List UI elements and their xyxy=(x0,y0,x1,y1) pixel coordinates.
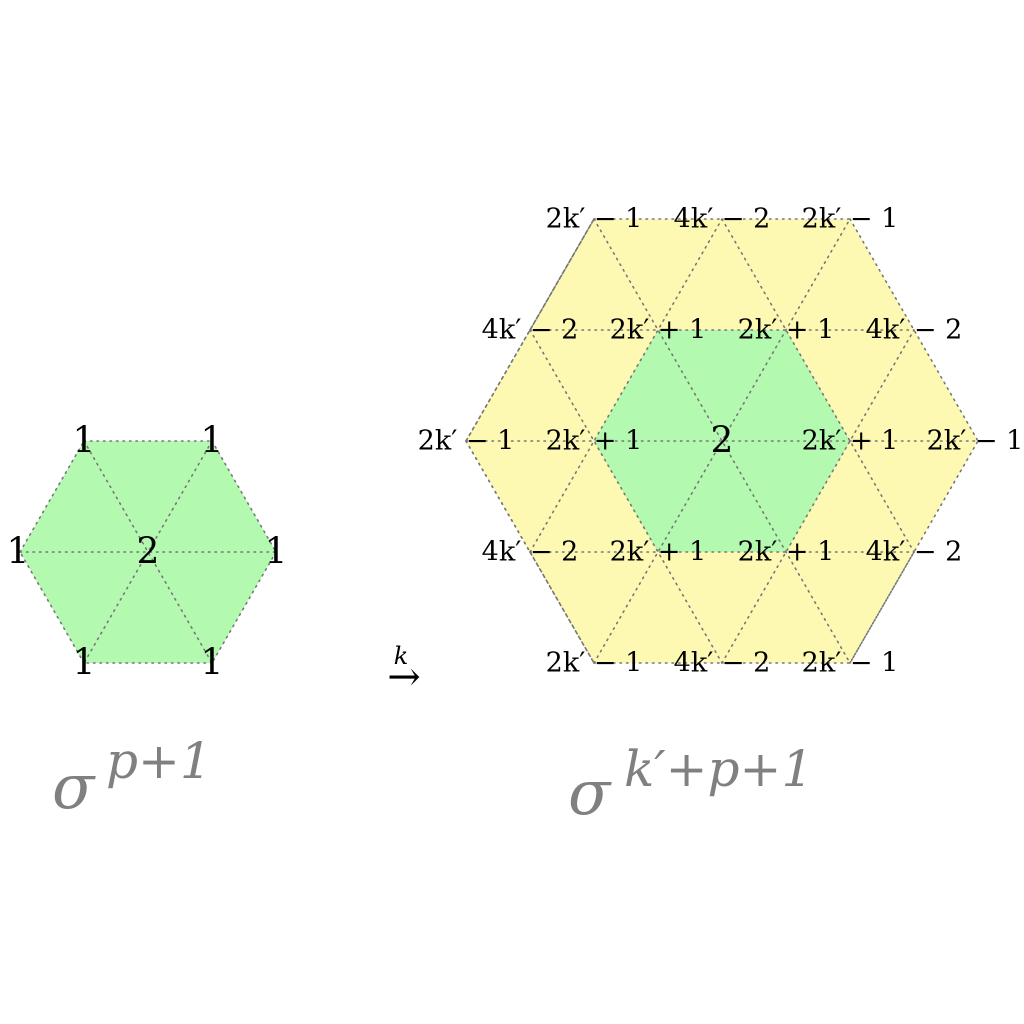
right-caption-exponent: k′+p+1 xyxy=(624,740,813,798)
left-hexagon-fill xyxy=(20,441,276,663)
left-caption-exponent: p+1 xyxy=(106,732,212,790)
right-outer-mid-label: 4k′ − 2 xyxy=(866,537,963,568)
left-caption-base: σ xyxy=(52,750,96,823)
left-vertex-label: 1 xyxy=(7,532,30,573)
left-center-label: 2 xyxy=(137,532,160,573)
right-outer-mid-label: 4k′ − 2 xyxy=(674,204,771,235)
right-inner-label: 2k′ + 1 xyxy=(546,426,643,457)
right-outer-mid-label: 4k′ − 2 xyxy=(674,648,771,679)
right-outer-mid-label: 4k′ − 2 xyxy=(866,315,963,346)
right-caption-base: σ xyxy=(568,756,612,829)
right-inner-label: 2k′ + 1 xyxy=(738,315,835,346)
arrow-symbol: → xyxy=(387,654,421,700)
right-hexagon-grid xyxy=(465,218,979,664)
arrow: k → xyxy=(387,642,421,700)
right-outer-corner-label: 2k′ − 1 xyxy=(927,426,1024,457)
right-outer-mid-label: 4k′ − 2 xyxy=(482,315,579,346)
right-inner-label: 2k′ + 1 xyxy=(802,426,899,457)
right-caption: σ k′+p+1 xyxy=(568,740,813,829)
right-center-label: 2 xyxy=(711,421,734,462)
left-caption: σ p+1 xyxy=(52,732,212,823)
left-vertex-label: 1 xyxy=(201,643,224,684)
left-vertex-label: 1 xyxy=(73,643,96,684)
right-outer-corner-label: 2k′ − 1 xyxy=(546,204,643,235)
left-hexagon-grid xyxy=(19,440,277,664)
right-inner-label: 2k′ + 1 xyxy=(738,537,835,568)
arrow-label: k xyxy=(394,642,409,670)
right-outer-mid-label: 4k′ − 2 xyxy=(482,537,579,568)
left-vertex-label: 1 xyxy=(201,421,224,462)
right-outer-corner-label: 2k′ − 1 xyxy=(802,648,899,679)
right-outer-corner-label: 2k′ − 1 xyxy=(802,204,899,235)
right-outer-corner-label: 2k′ − 1 xyxy=(418,426,515,457)
left-vertex-label: 1 xyxy=(73,421,96,462)
left-hexagon: 2 1 1 1 1 1 1 xyxy=(7,421,288,684)
right-inner-label: 2k′ + 1 xyxy=(610,315,707,346)
right-outer-corner-label: 2k′ − 1 xyxy=(546,648,643,679)
right-inner-label: 2k′ + 1 xyxy=(610,537,707,568)
right-hexagon: 2 2k′ + 1 2k′ + 1 2k′ + 1 2k′ + 1 2k′ + … xyxy=(418,204,1024,679)
left-vertex-label: 1 xyxy=(265,532,288,573)
right-inner-fill xyxy=(594,330,850,552)
